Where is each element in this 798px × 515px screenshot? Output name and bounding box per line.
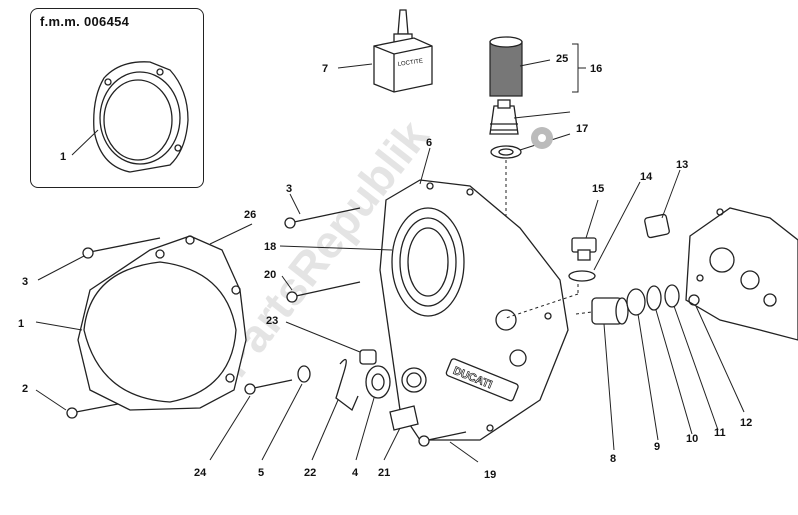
callout-3: 3: [286, 183, 292, 195]
bolt-3-left: [82, 237, 161, 259]
callout-2: 2: [22, 383, 28, 395]
callout-10: 10: [686, 433, 698, 445]
bolt-24: [244, 379, 293, 395]
callout-26: 26: [244, 209, 256, 221]
ring-10: [646, 285, 662, 311]
callout-7: 7: [322, 63, 328, 75]
crankcase-fragment: [685, 207, 798, 341]
inset-clutch-cover: [93, 61, 189, 173]
callout-25: 25: [556, 53, 568, 65]
callout-24: 24: [194, 467, 207, 479]
callout-1: 1: [18, 318, 24, 330]
bolt-19: [418, 431, 467, 447]
bushing-13: [644, 213, 670, 239]
tube-tag: LOCTITE: [397, 59, 423, 68]
inset-title: f.m.m. 006454: [40, 14, 130, 29]
callout-17: 17: [576, 123, 588, 135]
spring-clip: [335, 358, 359, 412]
ring-9: [626, 288, 646, 316]
ring-12: [688, 294, 700, 306]
gear-icon: [531, 127, 553, 149]
callout-13: 13: [676, 159, 688, 171]
breather-fitting: [489, 99, 519, 135]
sealing-washer: [490, 145, 522, 159]
callout-18: 18: [264, 241, 276, 253]
loctite-tube: LOCTITE: [373, 9, 433, 93]
callout-4: 4: [352, 467, 359, 479]
callout-11: 11: [714, 427, 726, 439]
callout-15: 15: [592, 183, 604, 195]
clutch-cover-main: DUCATI: [379, 179, 569, 441]
circlip-11: [664, 284, 680, 308]
inset-callout-1: 1: [60, 151, 66, 163]
callout-6: 6: [426, 137, 432, 149]
bolt-3-top: [284, 207, 361, 229]
callout-20: 20: [264, 269, 276, 281]
callout-16: 16: [590, 63, 602, 75]
callout-5: 5: [258, 467, 264, 479]
callout-3b: 3: [22, 276, 28, 288]
inset-frame: [30, 8, 204, 188]
callout-22: 22: [304, 467, 316, 479]
washer-5: [297, 365, 311, 383]
pad-21: [389, 405, 419, 431]
filler-plug: [571, 237, 597, 261]
o-ring-14: [568, 270, 596, 282]
callout-19: 19: [484, 469, 496, 481]
bolt-2: [66, 403, 119, 419]
callout-8: 8: [610, 453, 616, 465]
pinion-gear: [365, 365, 391, 399]
oil-filter-screen: [489, 36, 523, 97]
bushing-23: [359, 349, 377, 365]
callout-23: 23: [266, 315, 278, 327]
callout-14: 14: [640, 171, 653, 183]
outer-clutch-cover: [77, 235, 247, 411]
callout-12: 12: [740, 417, 752, 429]
bolt-20: [286, 281, 361, 303]
sleeve-8: [591, 297, 629, 325]
callout-21: 21: [378, 467, 390, 479]
callout-9: 9: [654, 441, 660, 453]
